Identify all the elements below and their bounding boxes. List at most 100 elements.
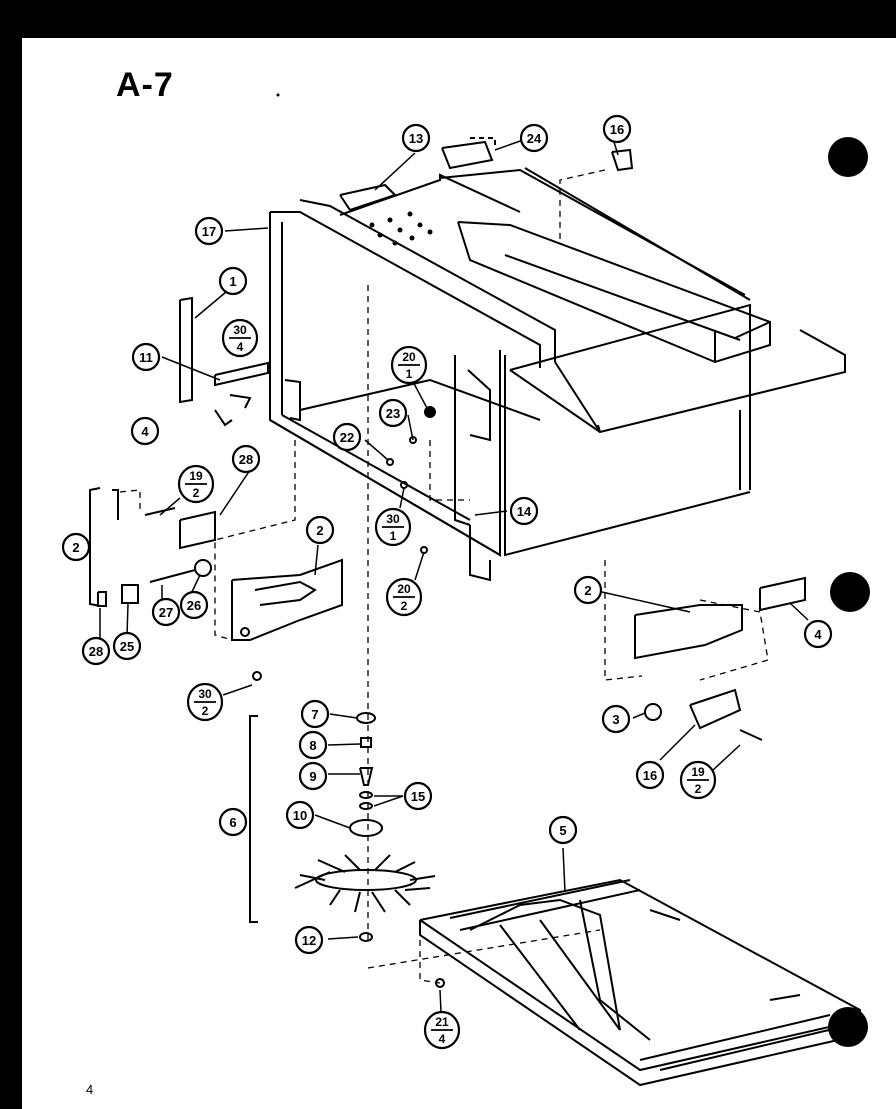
callout-number: 16 bbox=[610, 122, 624, 137]
callout-c20_1: 201 bbox=[390, 345, 428, 385]
callout-c22: 22 bbox=[332, 422, 362, 452]
callout-c20_2: 202 bbox=[385, 577, 423, 617]
callout-number-bottom: 2 bbox=[401, 599, 408, 613]
nut-part-12 bbox=[359, 932, 373, 942]
callout-circle bbox=[131, 342, 161, 372]
callout-circle bbox=[509, 496, 539, 526]
callout-c4b: 4 bbox=[803, 619, 833, 649]
callout-number: 2 bbox=[72, 540, 79, 555]
chassis-housing bbox=[269, 167, 846, 582]
callout-circle bbox=[231, 444, 261, 474]
callout-c30_1: 301 bbox=[374, 507, 412, 547]
knob-part-26 bbox=[194, 559, 212, 577]
callout-c28a: 28 bbox=[231, 444, 261, 474]
washer-part-15b bbox=[359, 802, 373, 810]
callout-number: 15 bbox=[411, 789, 425, 804]
callout-number: 2 bbox=[584, 583, 591, 598]
callout-c16a: 16 bbox=[602, 114, 632, 144]
callout-circle bbox=[130, 416, 160, 446]
callout-number-top: 30 bbox=[386, 512, 400, 526]
terminal-strip-part-11 bbox=[214, 361, 269, 387]
fan-impeller bbox=[294, 854, 436, 913]
registration-dot-bottom bbox=[828, 1007, 868, 1047]
spacer-part-8 bbox=[360, 737, 372, 748]
clip-part-16 bbox=[611, 148, 634, 172]
callout-c17: 17 bbox=[194, 216, 224, 246]
callout-c26: 26 bbox=[179, 590, 209, 620]
callout-circle bbox=[218, 807, 248, 837]
connector-part-24 bbox=[441, 140, 494, 170]
callout-number-bottom: 4 bbox=[237, 340, 244, 354]
callout-circle bbox=[401, 123, 431, 153]
rod-part-27 bbox=[149, 569, 196, 583]
screw-part bbox=[214, 409, 233, 427]
callout-circle bbox=[298, 761, 328, 791]
callout-circle bbox=[179, 590, 209, 620]
callout-circle bbox=[332, 422, 362, 452]
callout-circle bbox=[81, 636, 111, 666]
washer-part-15a bbox=[359, 791, 373, 799]
callout-circle bbox=[285, 800, 315, 830]
callout-number-top: 19 bbox=[691, 765, 705, 779]
callout-number: 22 bbox=[340, 430, 354, 445]
callout-c23: 23 bbox=[378, 398, 408, 428]
callout-c2b: 2 bbox=[61, 532, 91, 562]
callout-number-top: 30 bbox=[233, 323, 247, 337]
callout-number: 24 bbox=[527, 131, 542, 146]
callout-circle bbox=[112, 631, 142, 661]
clip-part-28 bbox=[97, 591, 107, 607]
registration-dot-top bbox=[828, 137, 868, 177]
callout-circle bbox=[300, 699, 330, 729]
grommet-part-3 bbox=[644, 703, 662, 721]
callout-number-bottom: 2 bbox=[695, 782, 702, 796]
bushing-part-9 bbox=[359, 767, 374, 786]
callout-c11: 11 bbox=[131, 342, 161, 372]
spring-part-25 bbox=[121, 584, 139, 604]
callout-number: 14 bbox=[517, 504, 532, 519]
callout-c16b: 16 bbox=[635, 760, 665, 790]
callout-c30_4: 304 bbox=[221, 318, 259, 358]
callout-number-top: 20 bbox=[397, 582, 411, 596]
switch-part-16 bbox=[689, 688, 742, 730]
callout-circle bbox=[548, 815, 578, 845]
callout-c4a: 4 bbox=[130, 416, 160, 446]
callout-number: 25 bbox=[120, 639, 134, 654]
callout-c21_4: 214 bbox=[423, 1010, 461, 1050]
callout-number-bottom: 1 bbox=[406, 367, 413, 381]
page-number: 4 bbox=[86, 1082, 94, 1097]
callout-number-bottom: 2 bbox=[202, 704, 209, 718]
callout-c14: 14 bbox=[509, 496, 539, 526]
callout-number-top: 19 bbox=[189, 469, 203, 483]
clip-part-30 bbox=[229, 394, 252, 409]
callout-c2c: 2 bbox=[573, 575, 603, 605]
bracket-part-1 bbox=[179, 296, 193, 404]
callout-number: 17 bbox=[202, 224, 216, 239]
callout-circle bbox=[803, 619, 833, 649]
callout-c25: 25 bbox=[112, 631, 142, 661]
callout-number: 10 bbox=[293, 808, 307, 823]
callout-circle bbox=[378, 398, 408, 428]
callout-circle bbox=[403, 781, 433, 811]
callout-c30_2: 302 bbox=[186, 682, 224, 722]
callout-c15: 15 bbox=[403, 781, 433, 811]
callout-c2a: 2 bbox=[305, 515, 335, 545]
callout-c6: 6 bbox=[218, 807, 248, 837]
callout-number-top: 30 bbox=[198, 687, 212, 701]
callout-c8: 8 bbox=[298, 730, 328, 760]
callout-number: 4 bbox=[814, 627, 822, 642]
callout-number: 7 bbox=[311, 707, 318, 722]
callout-number: 12 bbox=[302, 933, 316, 948]
callout-number: 3 bbox=[612, 712, 619, 727]
callout-c7: 7 bbox=[300, 699, 330, 729]
washer-part-7 bbox=[356, 712, 376, 724]
assembly-lines bbox=[119, 169, 769, 984]
callout-c5: 5 bbox=[548, 815, 578, 845]
callout-circle bbox=[61, 532, 91, 562]
callout-number: 5 bbox=[559, 823, 566, 838]
callout-number-top: 21 bbox=[435, 1015, 449, 1029]
callout-c12: 12 bbox=[294, 925, 324, 955]
hub-part-10 bbox=[349, 819, 383, 837]
base-pan-part-5 bbox=[419, 878, 861, 1087]
